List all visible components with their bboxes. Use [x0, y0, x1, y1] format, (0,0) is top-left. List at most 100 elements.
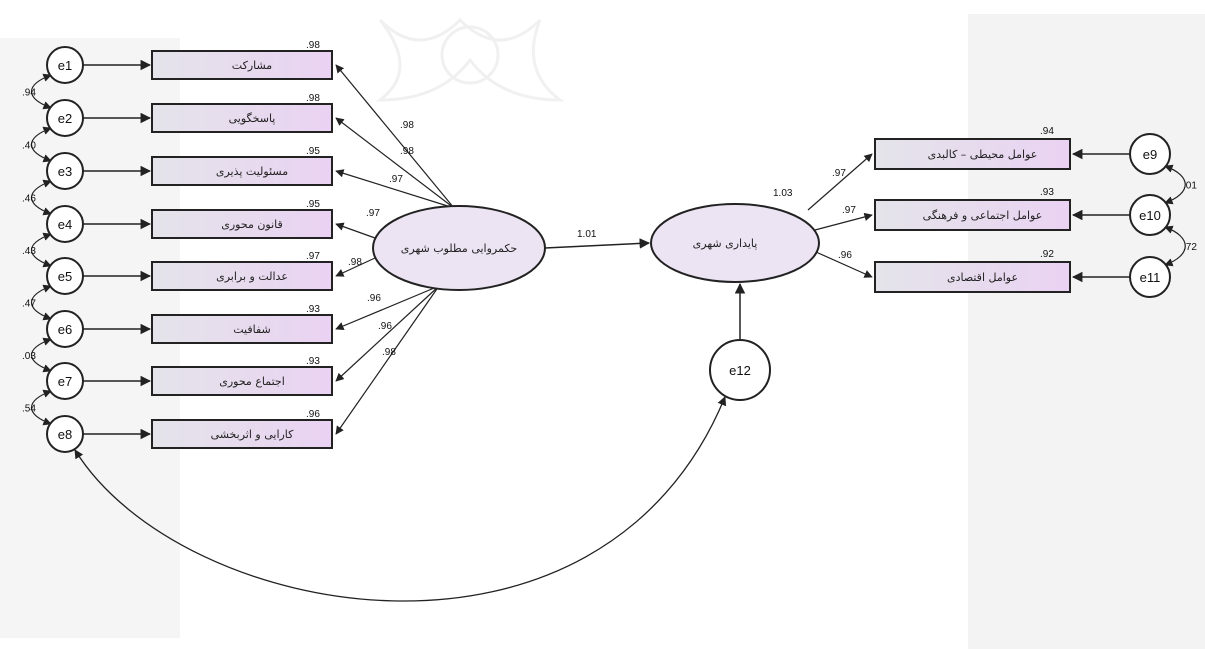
- loading-value-e8: .98: [382, 347, 396, 358]
- loading-value-e9: .97: [832, 168, 846, 179]
- loading-path-e5: [335, 257, 376, 277]
- indicator-label-e4: قانون محوری: [221, 218, 283, 231]
- error-label-e5: e5: [58, 269, 72, 284]
- indicator-box-e1: [151, 50, 333, 80]
- error-circle-e6: [46, 310, 84, 348]
- loading-value-e2: .98: [400, 146, 414, 157]
- indicator-r2-e2: .98: [306, 93, 320, 104]
- error-label-e11: e11: [1140, 270, 1161, 285]
- indicator-box-e7: [151, 366, 333, 396]
- watermark-emblem: [375, 17, 565, 102]
- loading-path-e1: [335, 64, 455, 209]
- error-label-e7: e7: [58, 374, 72, 389]
- latent-governance: [372, 205, 546, 291]
- covariance-path-left-3: [31, 179, 52, 216]
- indicator-box-e2: [151, 103, 333, 133]
- indicator-box-e6: [151, 314, 333, 344]
- coefficient-labels: .98.98.97.97.98.96.96.98.94.40.46.43.47.…: [22, 88, 1197, 415]
- loading-value-e1: .98: [400, 120, 414, 131]
- loading-value-e6: .96: [367, 293, 381, 304]
- covariance-value-left-7: .54: [22, 404, 36, 415]
- covariance-value-left-1: .94: [22, 88, 36, 99]
- loading-path-e8: [335, 285, 440, 435]
- error-label-e1: e1: [58, 58, 72, 73]
- covariance-path-left-1: [31, 73, 52, 110]
- error-label-e2: e2: [58, 111, 72, 126]
- loading-path-e2: [335, 117, 455, 209]
- indicator-box-e3: [151, 156, 333, 186]
- indicator-label-e2: پاسخگویی: [229, 112, 276, 125]
- loading-value-e3: .97: [389, 174, 403, 185]
- indicator-label-e8: کارایی و اثربخشی: [211, 428, 295, 441]
- covariance-path-left-4: [31, 232, 52, 268]
- left-panel: [0, 38, 180, 638]
- loading-path-e9: [807, 153, 873, 211]
- indicator-r2-e4: .95: [306, 199, 320, 210]
- error-circle-e9: [1129, 133, 1171, 175]
- loading-path-e3: [335, 169, 455, 209]
- right-panel: [968, 14, 1205, 649]
- indicator-box-e5: [151, 261, 333, 291]
- edges-layer: [31, 59, 1186, 602]
- indicator-r2-e3: .95: [306, 146, 320, 157]
- latent-sustainability: [650, 203, 820, 283]
- error-circle-e12: [709, 339, 771, 401]
- error-label-e4: e4: [58, 217, 72, 232]
- loading-path-e6: [335, 285, 440, 330]
- indicator-box-e11: [874, 261, 1071, 293]
- loading-value-e5: .98: [348, 257, 362, 268]
- indicator-r2-e5: .97: [306, 251, 320, 262]
- covariance-value-left-3: .46: [22, 194, 36, 205]
- error-circle-e2: [46, 99, 84, 137]
- indicator-r2-e8: .96: [306, 409, 320, 420]
- error-label-e10: e10: [1139, 208, 1161, 223]
- error-circle-e4: [46, 205, 84, 243]
- loading-path-e7: [335, 285, 440, 382]
- indicator-label-e3: مسئولیت پذیری: [216, 165, 288, 178]
- error-circle-e8: [46, 415, 84, 453]
- loading-value-e11: .96: [838, 250, 852, 261]
- error-label-e12: e12: [729, 363, 751, 378]
- error-circle-e10: [1129, 194, 1171, 236]
- indicator-r2-e9: .94: [1040, 126, 1054, 137]
- loading-value-e10: .97: [842, 205, 856, 216]
- latent-sustainability-r2: 1.03: [773, 188, 793, 199]
- indicator-r2-e10: .93: [1040, 187, 1054, 198]
- indicator-label-e9: عوامل محیطی – کالبدی: [928, 148, 1038, 161]
- error-label-e8: e8: [58, 427, 72, 442]
- error-circle-e3: [46, 152, 84, 190]
- error-label-e6: e6: [58, 322, 72, 337]
- loading-path-e10: [814, 212, 873, 231]
- structural-path: [544, 238, 651, 249]
- structural-path-value: 1.01: [577, 229, 597, 240]
- indicator-box-e9: [874, 138, 1071, 170]
- indicator-label-e1: مشارکت: [232, 59, 273, 72]
- loading-value-e4: .97: [366, 208, 380, 219]
- covariance-path-e8-e12: [74, 396, 727, 602]
- covariance-path-right-1: [1164, 164, 1186, 205]
- indicator-box-e4: [151, 209, 333, 239]
- indicator-box-e8: [151, 419, 333, 449]
- covariance-path-left-2: [31, 126, 52, 163]
- covariance-path-right-2: [1164, 225, 1186, 267]
- indicator-label-e7: اجتماع محوری: [219, 375, 285, 388]
- covariance-value-left-5: .47: [22, 299, 36, 310]
- covariance-value-left-6: .03: [22, 351, 36, 362]
- indicator-r2-e11: .92: [1040, 249, 1054, 260]
- loading-path-e4: [335, 222, 376, 239]
- latent-governance-label: حکمروایی مطلوب شهری: [401, 242, 517, 255]
- error-label-e9: e9: [1143, 147, 1157, 162]
- loading-value-e7: .96: [378, 321, 392, 332]
- indicator-box-e10: [874, 199, 1071, 231]
- error-circle-e5: [46, 257, 84, 295]
- error-circle-e1: [46, 46, 84, 84]
- indicator-r2-e7: .93: [306, 356, 320, 367]
- covariance-path-left-7: [31, 389, 52, 426]
- error-circle-e7: [46, 362, 84, 400]
- covariance-value-right-1: .01: [1183, 181, 1197, 192]
